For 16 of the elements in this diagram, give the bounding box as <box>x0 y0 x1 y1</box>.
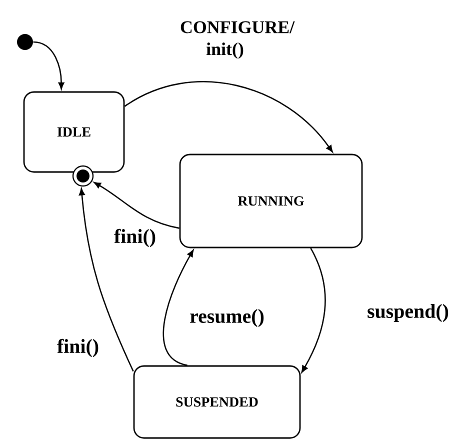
final-state-circle <box>72 165 94 187</box>
transition-arrow <box>124 81 333 152</box>
state-box: RUNNING <box>179 154 363 248</box>
state-box: IDLE <box>23 91 125 173</box>
state-box: SUSPENDED <box>133 365 301 439</box>
transition-arrow <box>78 188 134 372</box>
transition-arrow <box>33 41 64 90</box>
initial-state-dot <box>17 34 33 50</box>
transition-arrow <box>301 248 326 373</box>
edge-label: fini() <box>56 338 100 358</box>
transition-arrow <box>94 182 180 229</box>
edge-label: suspend() <box>366 302 450 324</box>
transition-arrow <box>162 250 194 366</box>
edge-label: resume() <box>188 308 266 328</box>
edge-label: fini() <box>112 228 158 248</box>
edge-label: CONFIGURE/ init() <box>179 20 295 60</box>
